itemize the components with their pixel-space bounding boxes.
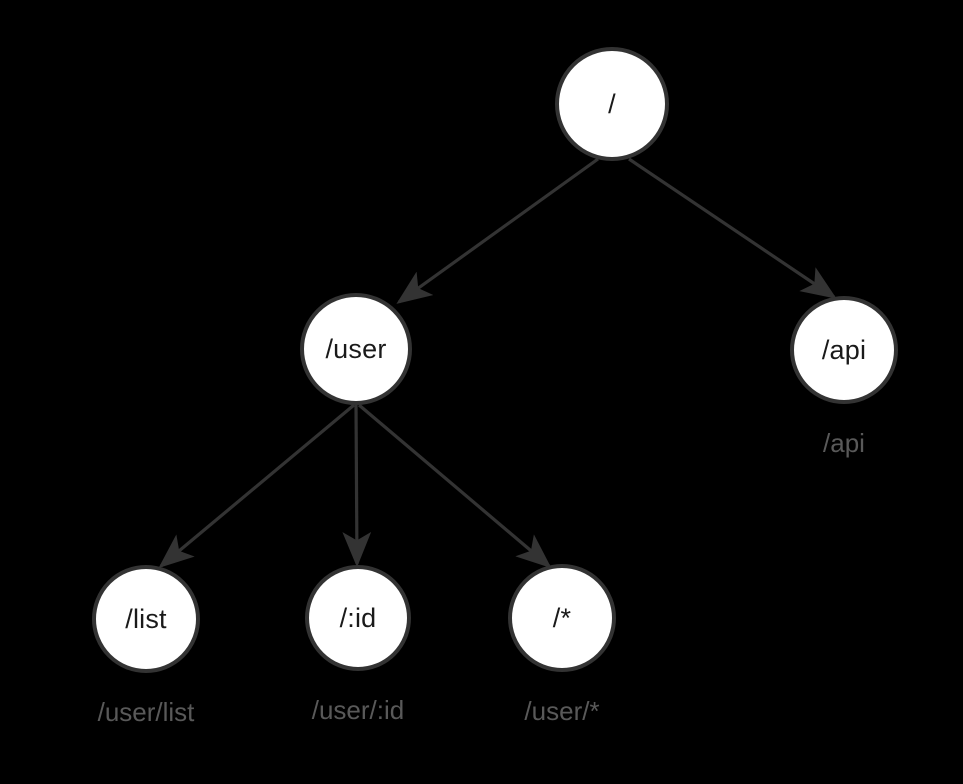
node-api[interactable]: /api <box>790 296 898 404</box>
edge-user-star <box>357 403 552 569</box>
edge-root-api <box>628 157 837 299</box>
edge-user-id <box>342 404 372 568</box>
node-label-list: /list <box>125 603 167 634</box>
node-label-star: /* <box>552 602 572 633</box>
node-caption-star: /user/* <box>524 696 600 726</box>
node-root[interactable]: / <box>555 47 669 161</box>
node-user[interactable]: /user <box>300 293 412 405</box>
edges-group <box>158 157 837 569</box>
node-list[interactable]: /list <box>92 565 200 673</box>
node-star[interactable]: /* <box>508 564 616 672</box>
node-label-user: /user <box>325 333 387 364</box>
node-caption-list: /user/list <box>97 697 195 727</box>
edge-user-list <box>158 403 356 569</box>
node-caption-id: /user/:id <box>311 695 405 725</box>
node-label-api: /api <box>821 334 867 365</box>
node-caption-api: /api <box>823 428 865 458</box>
node-id[interactable]: /:id <box>305 565 411 671</box>
edge-root-user <box>396 157 599 304</box>
node-label-id: /:id <box>339 602 377 633</box>
node-label-root: / <box>608 88 616 119</box>
